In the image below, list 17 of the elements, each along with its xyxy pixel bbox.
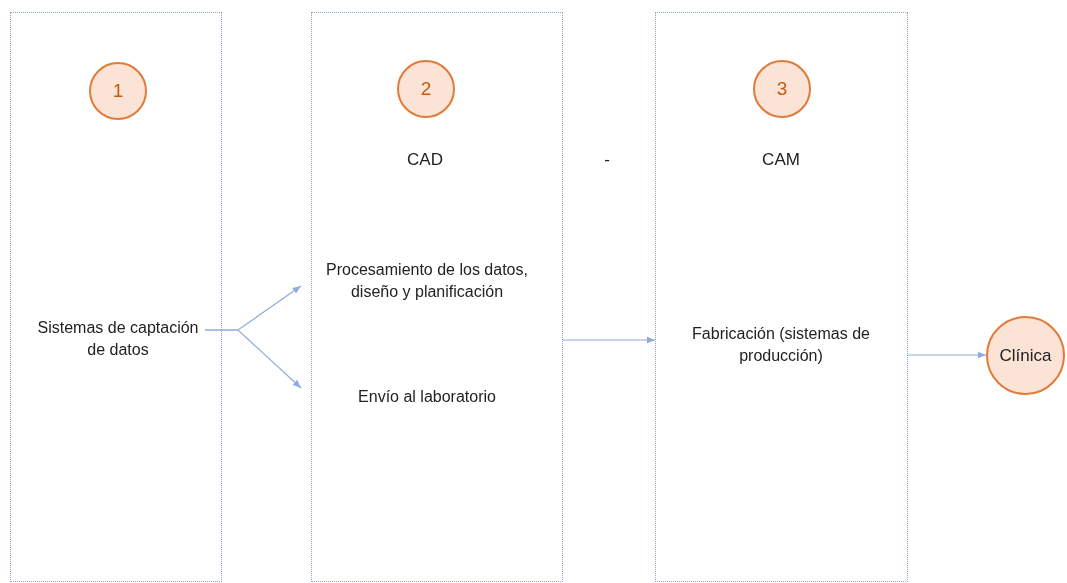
step-text: Procesamiento de los datos, diseño y planificación: [301, 253, 553, 309]
column-heading: CAD: [407, 150, 443, 170]
column-panel: [311, 12, 563, 582]
column-panel: [10, 12, 222, 582]
step-number: 3: [753, 60, 811, 118]
column-heading: CAM: [762, 150, 800, 170]
column-panel: [655, 12, 908, 582]
step-text: Envío al laboratorio: [301, 381, 553, 413]
arrow: [204, 329, 302, 389]
step-number: 2: [397, 60, 455, 118]
step-text: Sistemas de captación de datos: [31, 311, 205, 367]
step-text: Fabricación (sistemas de producción): [681, 317, 881, 373]
clinic-circle: Clínica: [986, 316, 1065, 395]
arrow: [562, 336, 656, 344]
step-number: 1: [89, 62, 147, 120]
arrow: [907, 351, 987, 359]
column-heading: -: [604, 150, 610, 170]
